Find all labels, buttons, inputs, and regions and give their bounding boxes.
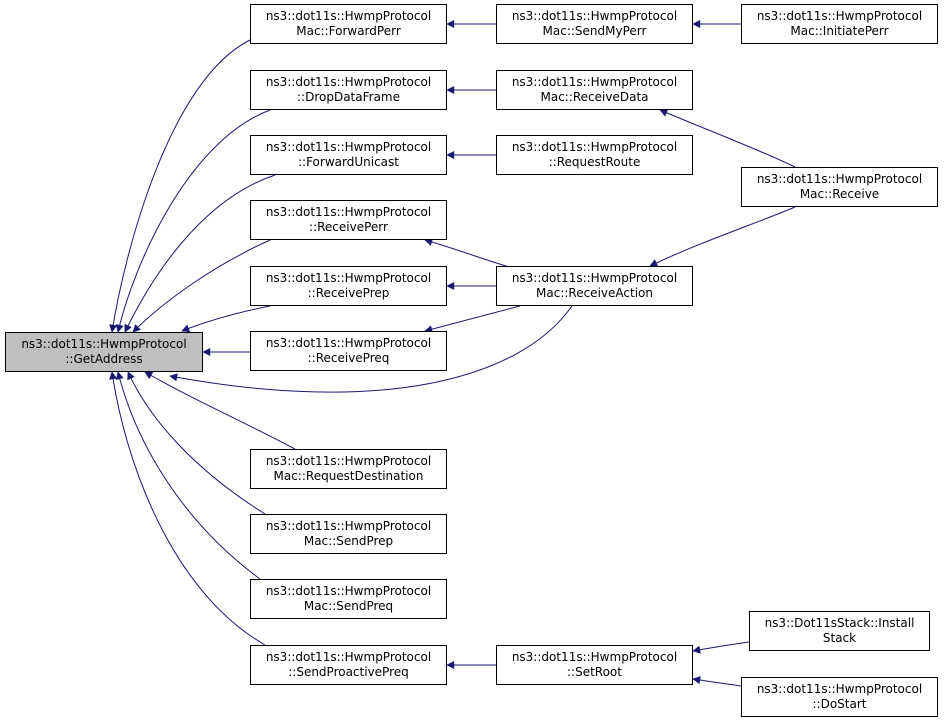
node-label-line: ns3::dot11s::HwmpProtocol [265, 75, 432, 89]
node-label-line: ::ForwardUnicast [298, 155, 399, 169]
node-label-line: Mac::Receive [799, 187, 880, 201]
node-label-line: ns3::dot11s::HwmpProtocol [265, 454, 432, 468]
node-sendproactive[interactable]: ns3::dot11s::HwmpProtocol::SendProactive… [250, 645, 447, 685]
node-label-line: ns3::dot11s::HwmpProtocol [265, 205, 432, 219]
edge-dropdataframe-to-getaddress [115, 109, 271, 333]
node-label-line: Stack [822, 631, 857, 645]
node-label-line: ns3::dot11s::HwmpProtocol [265, 336, 432, 350]
node-setroot[interactable]: ns3::dot11s::HwmpProtocol::SetRoot [496, 645, 693, 685]
node-label-line: Mac::InitiatePerr [790, 24, 889, 38]
node-label-line: ns3::dot11s::HwmpProtocol [511, 650, 678, 664]
node-label-line: ::ReceivePreq [307, 351, 390, 365]
node-label-line: ns3::dot11s::HwmpProtocol [265, 140, 432, 154]
node-label-line: ns3::dot11s::HwmpProtocol [756, 9, 923, 23]
edge-receive-to-recvaction [649, 206, 796, 267]
node-fwdunicast[interactable]: ns3::dot11s::HwmpProtocol::ForwardUnicas… [250, 135, 447, 175]
node-label-line: Mac::ReceiveData [540, 90, 649, 104]
edge-recvprep-to-getaddress [181, 305, 271, 333]
node-label-line: Mac::ForwardPerr [296, 24, 401, 38]
node-label-line: ::SendProactivePreq [288, 665, 409, 679]
node-label-line: Mac::ReceiveAction [536, 286, 653, 300]
edge-fwdunicast-to-getaddress [124, 174, 276, 333]
node-recvprep[interactable]: ns3::dot11s::HwmpProtocol::ReceivePrep [250, 266, 447, 306]
node-dostart[interactable]: ns3::dot11s::HwmpProtocol::DoStart [741, 677, 938, 717]
node-label-line: ns3::dot11s::HwmpProtocol [511, 140, 678, 154]
node-label-line: ns3::Dot11sStack::Install [764, 616, 915, 630]
node-label-line: ns3::dot11s::HwmpProtocol [511, 75, 678, 89]
node-label-line: ns3::dot11s::HwmpProtocol [21, 337, 187, 351]
node-reqroute[interactable]: ns3::dot11s::HwmpProtocol::RequestRoute [496, 135, 693, 175]
edge-dostart-to-setroot [692, 676, 742, 687]
edge-reqdest-to-getaddress [144, 371, 296, 450]
node-label-line: Mac::SendMyPerr [542, 24, 647, 38]
edge-sendprep-to-getaddress [127, 371, 266, 515]
edge-sendpreq-to-getaddress [115, 371, 261, 580]
node-label-line: ns3::dot11s::HwmpProtocol [756, 172, 923, 186]
node-recvperr[interactable]: ns3::dot11s::HwmpProtocol::ReceivePerr [250, 200, 447, 240]
node-recvpreq[interactable]: ns3::dot11s::HwmpProtocol::ReceivePreq [250, 331, 447, 371]
node-label-line: ns3::dot11s::HwmpProtocol [265, 519, 432, 533]
node-label-line: ns3::dot11s::HwmpProtocol [265, 271, 432, 285]
node-label-line: ::DropDataFrame [297, 90, 400, 104]
node-label-line: ::ReceivePerr [309, 220, 388, 234]
node-label-line: ns3::dot11s::HwmpProtocol [265, 650, 432, 664]
node-label-line: Mac::SendPrep [303, 534, 394, 548]
edge-install-to-setroot [692, 641, 750, 654]
node-label-line: ns3::dot11s::HwmpProtocol [265, 584, 432, 598]
node-label-line: ::ReceivePrep [307, 286, 390, 300]
node-label-line: Mac::RequestDestination [273, 469, 424, 483]
node-dropdataframe[interactable]: ns3::dot11s::HwmpProtocol::DropDataFrame [250, 70, 447, 110]
node-label-line: Mac::SendPreq [303, 599, 394, 613]
edge-fwdperr-to-getaddress [109, 39, 251, 333]
node-label-line: ns3::dot11s::HwmpProtocol [511, 271, 678, 285]
node-label-line: ns3::dot11s::HwmpProtocol [265, 9, 432, 23]
node-label-line: ::SetRoot [567, 665, 622, 679]
edge-receive-to-recvdata [659, 109, 796, 168]
node-label-line: ns3::dot11s::HwmpProtocol [756, 682, 923, 696]
node-label-line: ::RequestRoute [548, 155, 641, 169]
node-label-line: ::GetAddress [65, 352, 143, 366]
node-label-line: ns3::dot11s::HwmpProtocol [511, 9, 678, 23]
node-getaddress: ns3::dot11s::HwmpProtocol::GetAddress [5, 332, 203, 372]
node-label-line: ::DoStart [812, 697, 867, 711]
edge-recvperr-to-getaddress [132, 239, 271, 333]
edge-recvaction-to-getaddress [169, 305, 573, 393]
edge-sendproactive-to-getaddress [109, 371, 266, 646]
edge-recvaction-to-recvpreq [424, 305, 521, 334]
